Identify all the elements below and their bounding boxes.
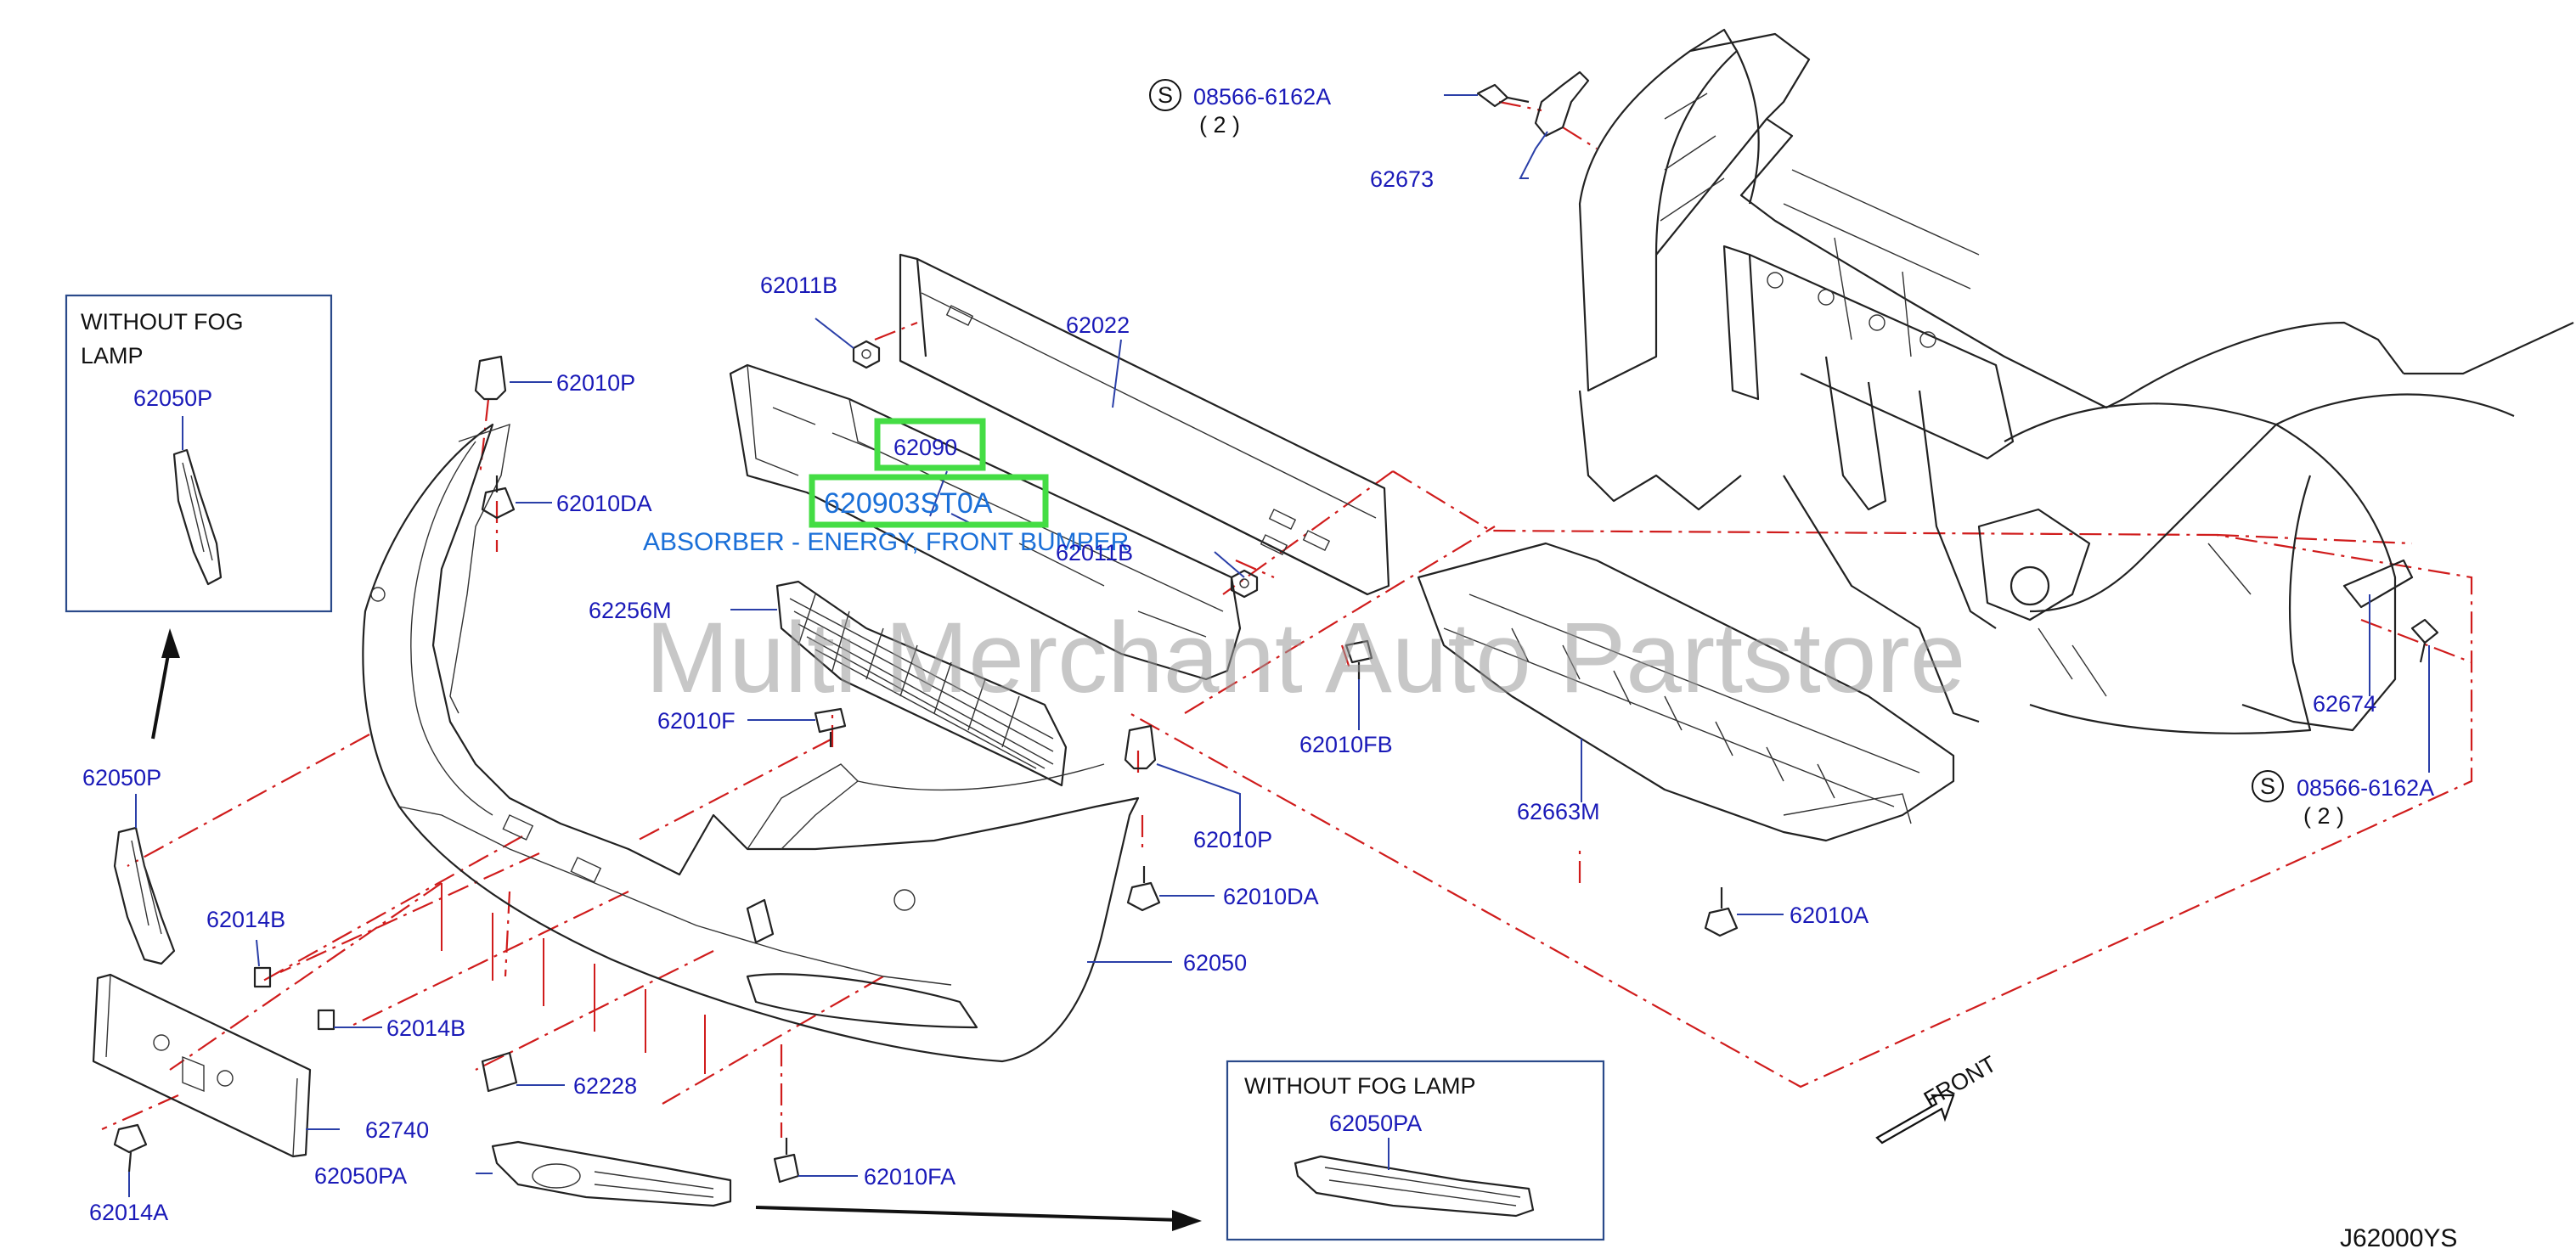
callout-part-number: 62090	[893, 435, 957, 460]
radiator-core-support-illustration	[1578, 28, 2574, 734]
leader-lines	[128, 94, 2430, 1197]
fasteners-and-brackets	[113, 70, 2439, 1184]
inset-left-title-line2: LAMP	[81, 343, 144, 368]
front-direction-label: FRONT	[1919, 1051, 2001, 1112]
label-62010P-top: 62010P	[556, 370, 635, 396]
label-62014A: 62014A	[89, 1200, 168, 1225]
label-62740: 62740	[365, 1117, 429, 1143]
label-62050P: 62050P	[82, 765, 161, 790]
label-62010FA: 62010FA	[864, 1164, 955, 1190]
bumper-side-bracket-62050P	[113, 826, 176, 965]
inset-without-fog-lamp-left	[65, 294, 333, 613]
direction-arrows	[151, 628, 1955, 1231]
label-62674: 62674	[2313, 691, 2376, 717]
label-62228: 62228	[573, 1073, 637, 1099]
inset-bottom-title: WITHOUT FOG LAMP	[1244, 1073, 1476, 1099]
label-62011B-top: 62011B	[760, 273, 837, 298]
license-plate-bracket-62740	[92, 973, 312, 1158]
label-62663M: 62663M	[1517, 799, 1600, 824]
callout-full-part-number: 620903ST0A	[824, 487, 993, 520]
label-62010P-bottom: 62010P	[1193, 827, 1272, 852]
label-62010A: 62010A	[1790, 903, 1869, 928]
screw-symbol-top: S	[1158, 82, 1173, 108]
energy-absorber-62090	[729, 363, 1242, 681]
callout-highlights	[809, 418, 1049, 528]
inset-bottom-part: 62050PA	[1329, 1111, 1422, 1136]
part-labels: S 08566-6162A ( 2 ) 62673 62011B 62022 6…	[81, 82, 2457, 1252]
label-62256M: 62256M	[589, 598, 672, 623]
label-62010DA-bottom: 62010DA	[1223, 884, 1319, 909]
label-62010F: 62010F	[657, 708, 736, 734]
label-62011B-mid: 62011B	[1056, 540, 1133, 565]
inset-left-title-line1: WITHOUT FOG	[81, 309, 243, 335]
bumper-reinforcement-62022	[899, 253, 1390, 596]
bumper-fascia-62050	[362, 423, 1140, 1063]
label-62050: 62050	[1183, 950, 1247, 976]
lower-grille-62256M	[775, 580, 1068, 787]
label-62010DA-top: 62010DA	[556, 491, 652, 516]
label-62010FB: 62010FB	[1299, 732, 1393, 757]
watermark: Multi Merchant Auto Partstore	[645, 602, 1965, 714]
inset-without-fog-lamp-bottom	[1226, 1060, 1605, 1241]
callout-description: ABSORBER - ENERGY, FRONT BUMPER	[643, 528, 1129, 556]
screw-qty-top: ( 2 )	[1199, 112, 1240, 138]
label-62014B-b: 62014B	[386, 1015, 465, 1041]
label-62022: 62022	[1066, 312, 1130, 338]
splash-shield-62663M	[1417, 542, 1955, 842]
label-62673: 62673	[1370, 166, 1434, 192]
screw-symbols	[1149, 79, 2284, 802]
screw-number-top: 08566-6162A	[1193, 84, 1331, 110]
label-62014B-a: 62014B	[206, 907, 285, 932]
diagram-code: J62000YS	[2340, 1224, 2457, 1252]
screw-symbol-right: S	[2260, 773, 2275, 799]
assembly-guide-lines	[101, 100, 2473, 1138]
label-62050PA: 62050PA	[314, 1163, 407, 1189]
inset-left-part: 62050P	[133, 385, 212, 411]
screw-qty-right: ( 2 )	[2303, 803, 2344, 829]
fog-lamp-bezel-62050PA	[491, 1140, 732, 1207]
screw-number-right: 08566-6162A	[2297, 775, 2434, 801]
